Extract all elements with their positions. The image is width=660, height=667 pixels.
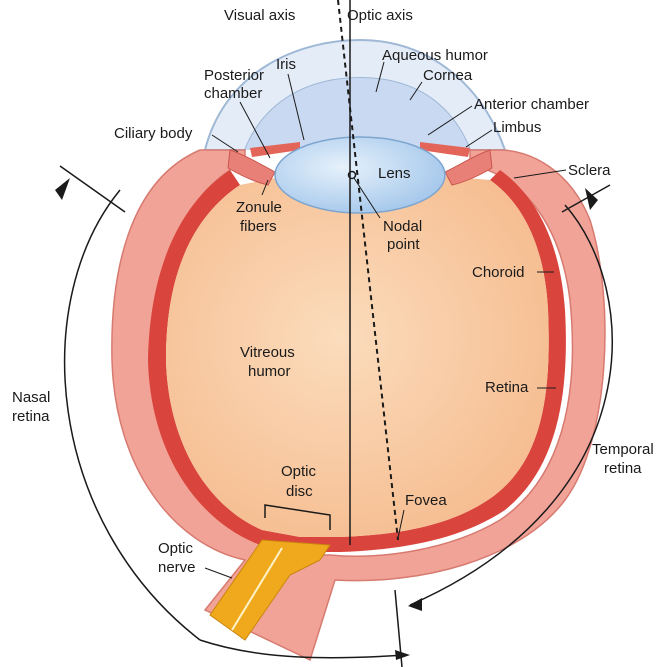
- nodal-point-label-1: Nodal: [383, 218, 422, 235]
- temporal-retina-label-1: Temporal: [592, 441, 654, 458]
- optic-nerve-label-2: nerve: [158, 559, 196, 576]
- optic-disc-label-1: Optic: [281, 463, 317, 480]
- temporal-retina-label-2: retina: [604, 460, 642, 477]
- nasal-retina-label-2: retina: [12, 408, 50, 425]
- choroid-label: Choroid: [472, 264, 525, 281]
- retina-label: Retina: [485, 379, 529, 396]
- vitreous-humor-label-2: humor: [248, 363, 291, 380]
- limbus-label: Limbus: [493, 119, 541, 136]
- vitreous-humor-label-1: Vitreous: [240, 344, 295, 361]
- zonule-fibers-label-2: fibers: [240, 218, 277, 235]
- lens-label: Lens: [378, 165, 411, 182]
- visual-axis-label: Visual axis: [224, 7, 295, 24]
- optic-disc-label-2: disc: [286, 483, 313, 500]
- arrowhead: [55, 178, 70, 200]
- nasal-retina-label-1: Nasal: [12, 389, 50, 406]
- nodal-point-label-2: point: [387, 236, 420, 253]
- ciliary-body-label: Ciliary body: [114, 125, 193, 142]
- optic-axis-label: Optic axis: [347, 7, 413, 24]
- optic-nerve-label-1: Optic: [158, 540, 194, 557]
- anterior-chamber-label: Anterior chamber: [474, 96, 589, 113]
- posterior-chamber-label-1: Posterior: [204, 67, 264, 84]
- sclera-label: Sclera: [568, 162, 611, 179]
- vitreous-body: [166, 175, 549, 537]
- iris-label: Iris: [276, 56, 296, 73]
- aqueous-humor-label: Aqueous humor: [382, 47, 488, 64]
- posterior-chamber-label-2: chamber: [204, 85, 262, 102]
- cornea-label: Cornea: [423, 67, 473, 84]
- zonule-fibers-label-1: Zonule: [236, 199, 282, 216]
- tick: [60, 166, 125, 212]
- fovea-label: Fovea: [405, 492, 447, 509]
